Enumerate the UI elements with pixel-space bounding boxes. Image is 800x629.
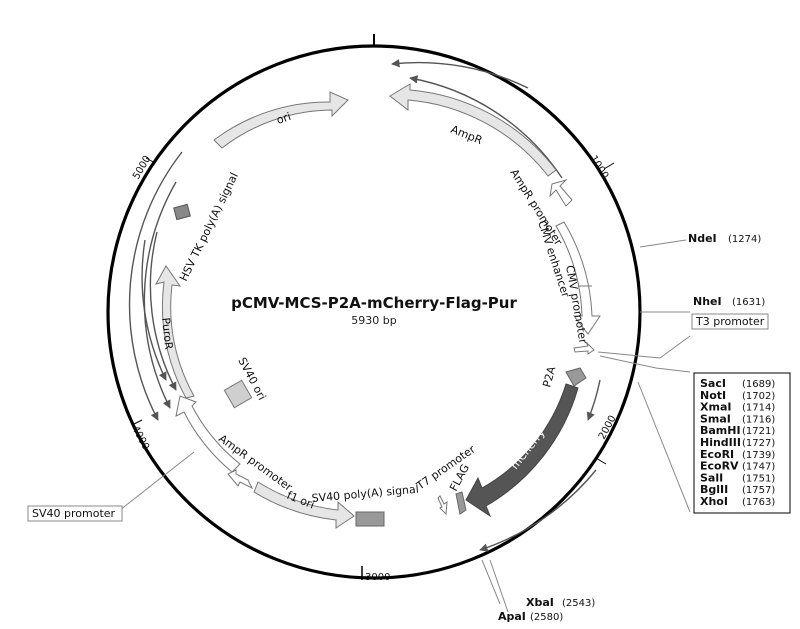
tick-4000-mark <box>131 419 143 426</box>
feature-ampr-arrow <box>389 83 557 177</box>
mcs-site-xmai-pos: (1714) <box>742 403 775 414</box>
mcs-site-sali-pos: (1751) <box>742 473 775 484</box>
mcs-site-hindiii-name: HindIII <box>700 436 741 449</box>
site-xbai-pos: (2543) <box>562 598 595 609</box>
site-apai: ApaI (2580) <box>498 610 563 623</box>
mcs-site-saci-pos: (1689) <box>742 379 775 390</box>
mcs-site-ecorv-pos: (1747) <box>742 462 775 473</box>
mcs-site-ecori-name: EcoRI <box>700 448 734 461</box>
mcs-site-smai-pos: (1716) <box>742 414 775 425</box>
site-t3-label: T3 promoter <box>695 315 765 328</box>
orf-lines <box>128 59 601 552</box>
mcs-site-bglii-pos: (1757) <box>742 485 775 496</box>
mcs-site-ecorv-name: EcoRV <box>700 460 739 473</box>
mcs-site-bglii-name: BglII <box>700 483 728 496</box>
orf-line-top-right <box>409 75 563 179</box>
feature-sv40-polya-box <box>355 511 385 527</box>
leader-sv40promoter <box>119 451 195 511</box>
tick-4000-label: 4000 <box>129 424 151 452</box>
site-ndei-pos: (1274) <box>728 234 761 245</box>
feature-hsvtk-box <box>173 203 191 221</box>
feature-puror-arrow <box>155 265 195 399</box>
feature-cmv-enhancer-arrow <box>555 221 601 335</box>
mcs-box <box>693 372 791 514</box>
mcs-site-noti-name: NotI <box>700 389 726 402</box>
mcs-site-bamhi-pos: (1721) <box>742 426 775 437</box>
mcs-site-xhoi-name: XhoI <box>700 495 728 508</box>
site-nhei-pos: (1631) <box>732 297 765 308</box>
feature-small-arrow-right <box>573 341 595 355</box>
mcs-site-xhoi-pos: (1763) <box>742 497 775 508</box>
feature-ori-label: ori <box>275 110 293 127</box>
site-leaders <box>119 239 691 613</box>
feature-ampr-promoter-label: AmpR promoter <box>507 167 565 248</box>
leader-xbai <box>481 559 501 605</box>
feature-sv40-polya-label: SV40 poly(A) signal <box>311 483 419 505</box>
mcs-list: SacI (1689) NotI (1702) XmaI (1714) SmaI (1716)… <box>700 377 775 508</box>
feature-ampr-label: AmpR <box>449 123 485 147</box>
mcs-site-smai-name: SmaI <box>700 412 731 425</box>
site-sv40promoter-label: SV40 promoter <box>32 507 116 520</box>
leader-apai <box>489 559 509 613</box>
site-apai-name: ApaI <box>498 610 526 623</box>
feature-mcherry-arrow <box>465 383 579 518</box>
orf-line-left-b <box>143 181 177 409</box>
orf-line-left-d <box>149 231 177 391</box>
plasmid-name: pCMV-MCS-P2A-mCherry-Flag-Pur <box>231 294 517 312</box>
feature-ampr-promoter-arrow <box>549 178 573 207</box>
orf-line-right <box>586 379 601 421</box>
feature-t7-arrow <box>437 495 448 516</box>
site-xbai: XbaI (2543) <box>526 596 595 609</box>
feature-ampr-promoter2-arrow <box>227 469 254 490</box>
feature-flag-box <box>455 491 467 515</box>
site-nhei-name: NheI <box>693 295 722 308</box>
mcs-site-ecori-pos: (1739) <box>742 450 775 461</box>
site-apai-pos: (2580) <box>530 612 563 623</box>
mcs-site-hindiii-pos: (1727) <box>742 438 775 449</box>
feature-puror-label: PuroR <box>159 317 175 351</box>
site-t3-box <box>691 313 769 330</box>
mcs-site-sali-name: SalI <box>700 471 723 484</box>
orf-line-bottom <box>479 469 597 552</box>
plasmid-size: 5930 bp <box>351 314 396 327</box>
site-xbai-name: XbaI <box>526 596 554 609</box>
feature-hsvtk-label: HSV TK poly(A) signal <box>177 171 241 284</box>
orf-line-left-a <box>128 151 183 421</box>
orf-line-top <box>391 59 529 89</box>
mcs-site-bamhi-name: BamHI <box>700 424 741 437</box>
orf-line-left-c <box>141 239 167 381</box>
site-ndei-name: NdeI <box>688 232 717 245</box>
tick-1000-mark <box>603 162 615 170</box>
mcs-site-saci-name: SacI <box>700 377 726 390</box>
tick-3000-label: 3000 <box>365 572 390 583</box>
leader-mcs <box>599 355 691 373</box>
feature-ori-arrow <box>213 91 349 149</box>
leader-t3 <box>597 335 691 359</box>
feature-f1ori-arrow <box>253 481 355 529</box>
site-ndei: NdeI (1274) <box>688 232 761 245</box>
leader-mcs-b <box>637 381 691 513</box>
feature-sv40ori-box <box>223 379 253 409</box>
tick-5000-mark <box>145 157 156 164</box>
site-nhei: NheI (1631) <box>693 295 765 308</box>
feature-lower-left-arrow <box>175 395 241 473</box>
tick-2000-mark <box>595 457 607 465</box>
mcs-site-noti-pos: (1702) <box>742 391 775 402</box>
site-sv40promoter-box <box>27 505 123 522</box>
tick-2000-label: 2000 <box>597 414 619 442</box>
feature-p2a-box <box>565 367 587 387</box>
feature-p2a-label: P2A <box>540 365 558 389</box>
mcs-site-xmai-name: XmaI <box>700 401 731 414</box>
leader-ndei <box>639 239 687 248</box>
